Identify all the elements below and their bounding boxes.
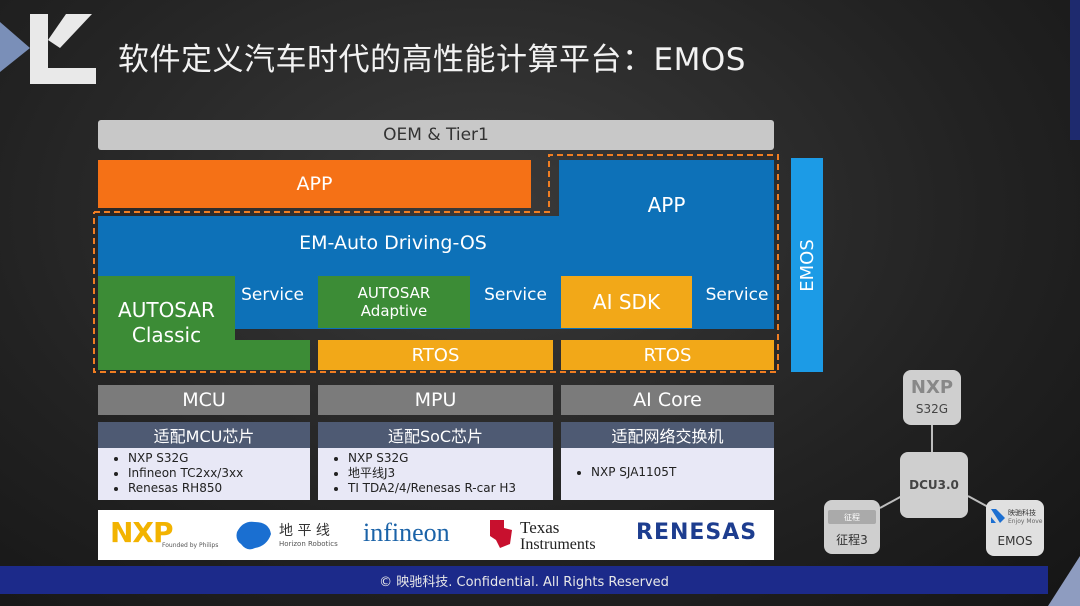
horizon-logo: 地 平 线 Horizon Robotics [233,518,353,554]
oem-tier1-bar: OEM & Tier1 [98,120,774,150]
zhengcheng-node: 征程 征程3 [824,500,880,554]
nxp-s32g-node: NXP S32G [903,370,961,425]
slide-title: 软件定义汽车时代的高性能计算平台：EMOS [118,42,746,78]
nxp-node-label: S32G [915,402,949,416]
ti-logo-line2: Instruments [520,536,596,553]
right-edge-accent [1070,0,1080,140]
switch-chip-list: NXP SJA1105T [561,448,774,500]
emos-brand-icon [991,509,1005,523]
logo-icon [0,14,96,84]
list-item: Renesas RH850 [128,481,310,496]
autosar-adaptive-block: AUTOSAR Adaptive [318,276,470,328]
ai-sdk-block: AI SDK [561,276,692,328]
list-item: 地平线J3 [348,466,553,481]
renesas-logo-text: RENESAS [636,520,758,545]
list-item: NXP S32G [348,451,553,466]
ti-logo: Texas Instruments [488,516,623,556]
emos-node: 映驰科技 Enjoy Move EMOS [986,500,1044,556]
chip-ai-core-header: AI Core [561,385,774,415]
emos-node-brand: 映驰科技 [1008,509,1036,517]
infineon-logo: infineon [363,518,473,554]
emos-node-label: EMOS [997,534,1033,548]
app-right-block: APP [647,193,686,217]
infineon-logo-text: infineon [363,518,450,547]
app-right-extension [559,160,774,220]
rtos-2-block: RTOS [561,340,774,370]
emos-vertical-bar [791,158,823,372]
dcu-node: DCU3.0 [900,452,968,518]
autosar-classic-label: AUTOSAR Classic [118,298,215,347]
horizon-logo-sub: Horizon Robotics [279,540,338,548]
ti-state-icon [490,520,512,548]
app-left-block: APP [98,160,531,208]
zhengcheng-node-label: 征程3 [836,532,868,547]
list-item: Infineon TC2xx/3xx [128,466,310,481]
emos-node-sub: Enjoy Move [1008,518,1043,525]
nxp-logo-sub: Founded by Philips [162,542,219,549]
mcu-chip-list: NXP S32G Infineon TC2xx/3xx Renesas RH85… [98,448,310,500]
nxp-logo-text: NXP [110,516,174,549]
autosar-classic-block: AUTOSAR Classic [98,276,235,370]
service-3-label: Service [705,285,769,305]
renesas-logo: RENESAS [636,520,766,552]
rtos-1-block: RTOS [318,340,553,370]
soc-chip-list: NXP S32G 地平线J3 TI TDA2/4/Renesas R-car H… [318,448,553,500]
adapt-switch-header: 适配网络交换机 [561,422,774,448]
list-item: NXP S32G [128,451,310,466]
list-item: NXP SJA1105T [591,465,774,480]
footer-bar: © 映驰科技. Confidential. All Rights Reserve… [0,566,1048,594]
footer-corner-accent [1048,556,1080,606]
chip-mcu-header: MCU [98,385,310,415]
chip-mpu-header: MPU [318,385,553,415]
adapt-mcu-header: 适配MCU芯片 [98,422,310,448]
horizon-brain-icon [236,521,271,550]
partner-logos: NXP Founded by Philips 地 平 线 Horizon Rob… [98,510,774,560]
autosar-classic-foot [235,340,310,370]
zhengcheng-node-logo: 征程 [828,510,876,524]
nxp-logo: NXP Founded by Philips [110,516,220,554]
autosar-adaptive-label: AUTOSAR Adaptive [357,284,431,320]
nxp-node-logo: NXP [910,376,954,398]
adapt-soc-header: 适配SoC芯片 [318,422,553,448]
list-item: TI TDA2/4/Renesas R-car H3 [348,481,553,496]
service-1-label: Service [241,285,304,305]
horizon-logo-text: 地 平 线 [279,523,330,539]
service-2-label: Service [484,285,547,305]
ti-logo-line1: Texas [520,518,560,537]
driving-os-label: EM-Auto Driving-OS [299,232,487,254]
